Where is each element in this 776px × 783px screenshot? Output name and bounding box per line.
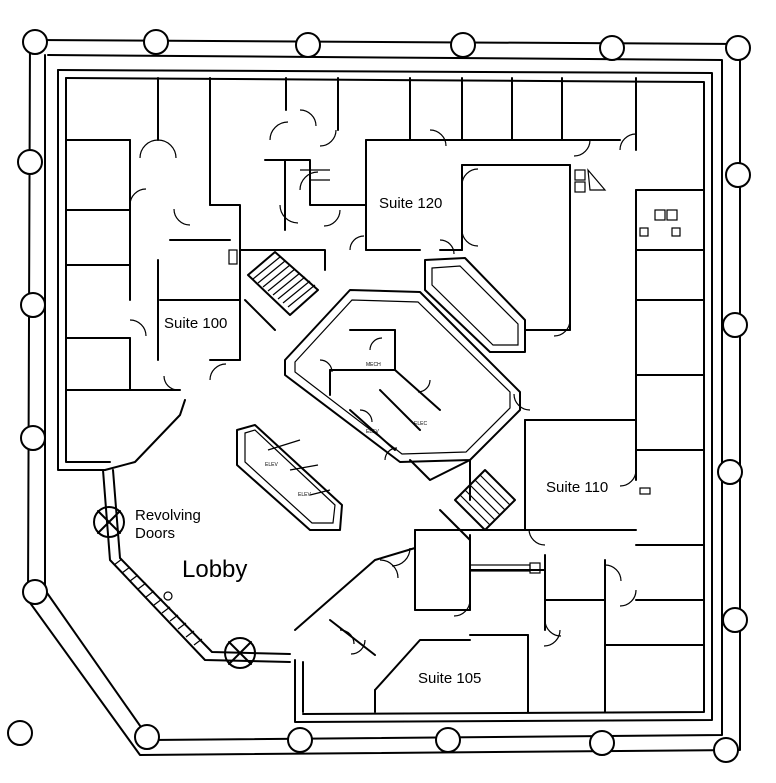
label-suite-120: Suite 120 <box>379 195 442 212</box>
label-suite-110: Suite 110 <box>546 479 608 496</box>
stair-upper <box>244 251 319 331</box>
revolving-door-left-icon <box>93 506 125 538</box>
stair-lower <box>439 469 516 541</box>
central-core <box>284 289 521 501</box>
label-elev-3: ELEV <box>366 429 379 435</box>
bottom-offices <box>294 529 705 713</box>
fixtures <box>163 168 681 601</box>
elevator-bank <box>236 424 343 531</box>
label-elev-1: ELEV <box>265 462 278 468</box>
perimeter-walkway <box>27 39 741 756</box>
door-swings <box>129 109 637 655</box>
upper-core-walls <box>169 159 367 271</box>
revolving-door-bottom-icon <box>224 637 256 669</box>
corridor-block <box>424 257 526 353</box>
top-offices <box>65 77 637 251</box>
label-revolving-doors-line2: Doors <box>135 525 175 542</box>
label-mech: MECH <box>366 362 381 368</box>
label-suite-105: Suite 105 <box>418 670 481 687</box>
building-exterior-walls <box>57 69 713 723</box>
perimeter-columns <box>7 29 751 763</box>
label-suite-100: Suite 100 <box>164 315 227 332</box>
right-offices <box>414 164 705 601</box>
label-lobby: Lobby <box>182 556 247 583</box>
label-revolving-doors-line1: Revolving <box>135 507 201 524</box>
label-elev-2: ELEV <box>298 492 311 498</box>
label-elec: ELEC <box>414 421 427 427</box>
left-offices <box>65 139 241 471</box>
